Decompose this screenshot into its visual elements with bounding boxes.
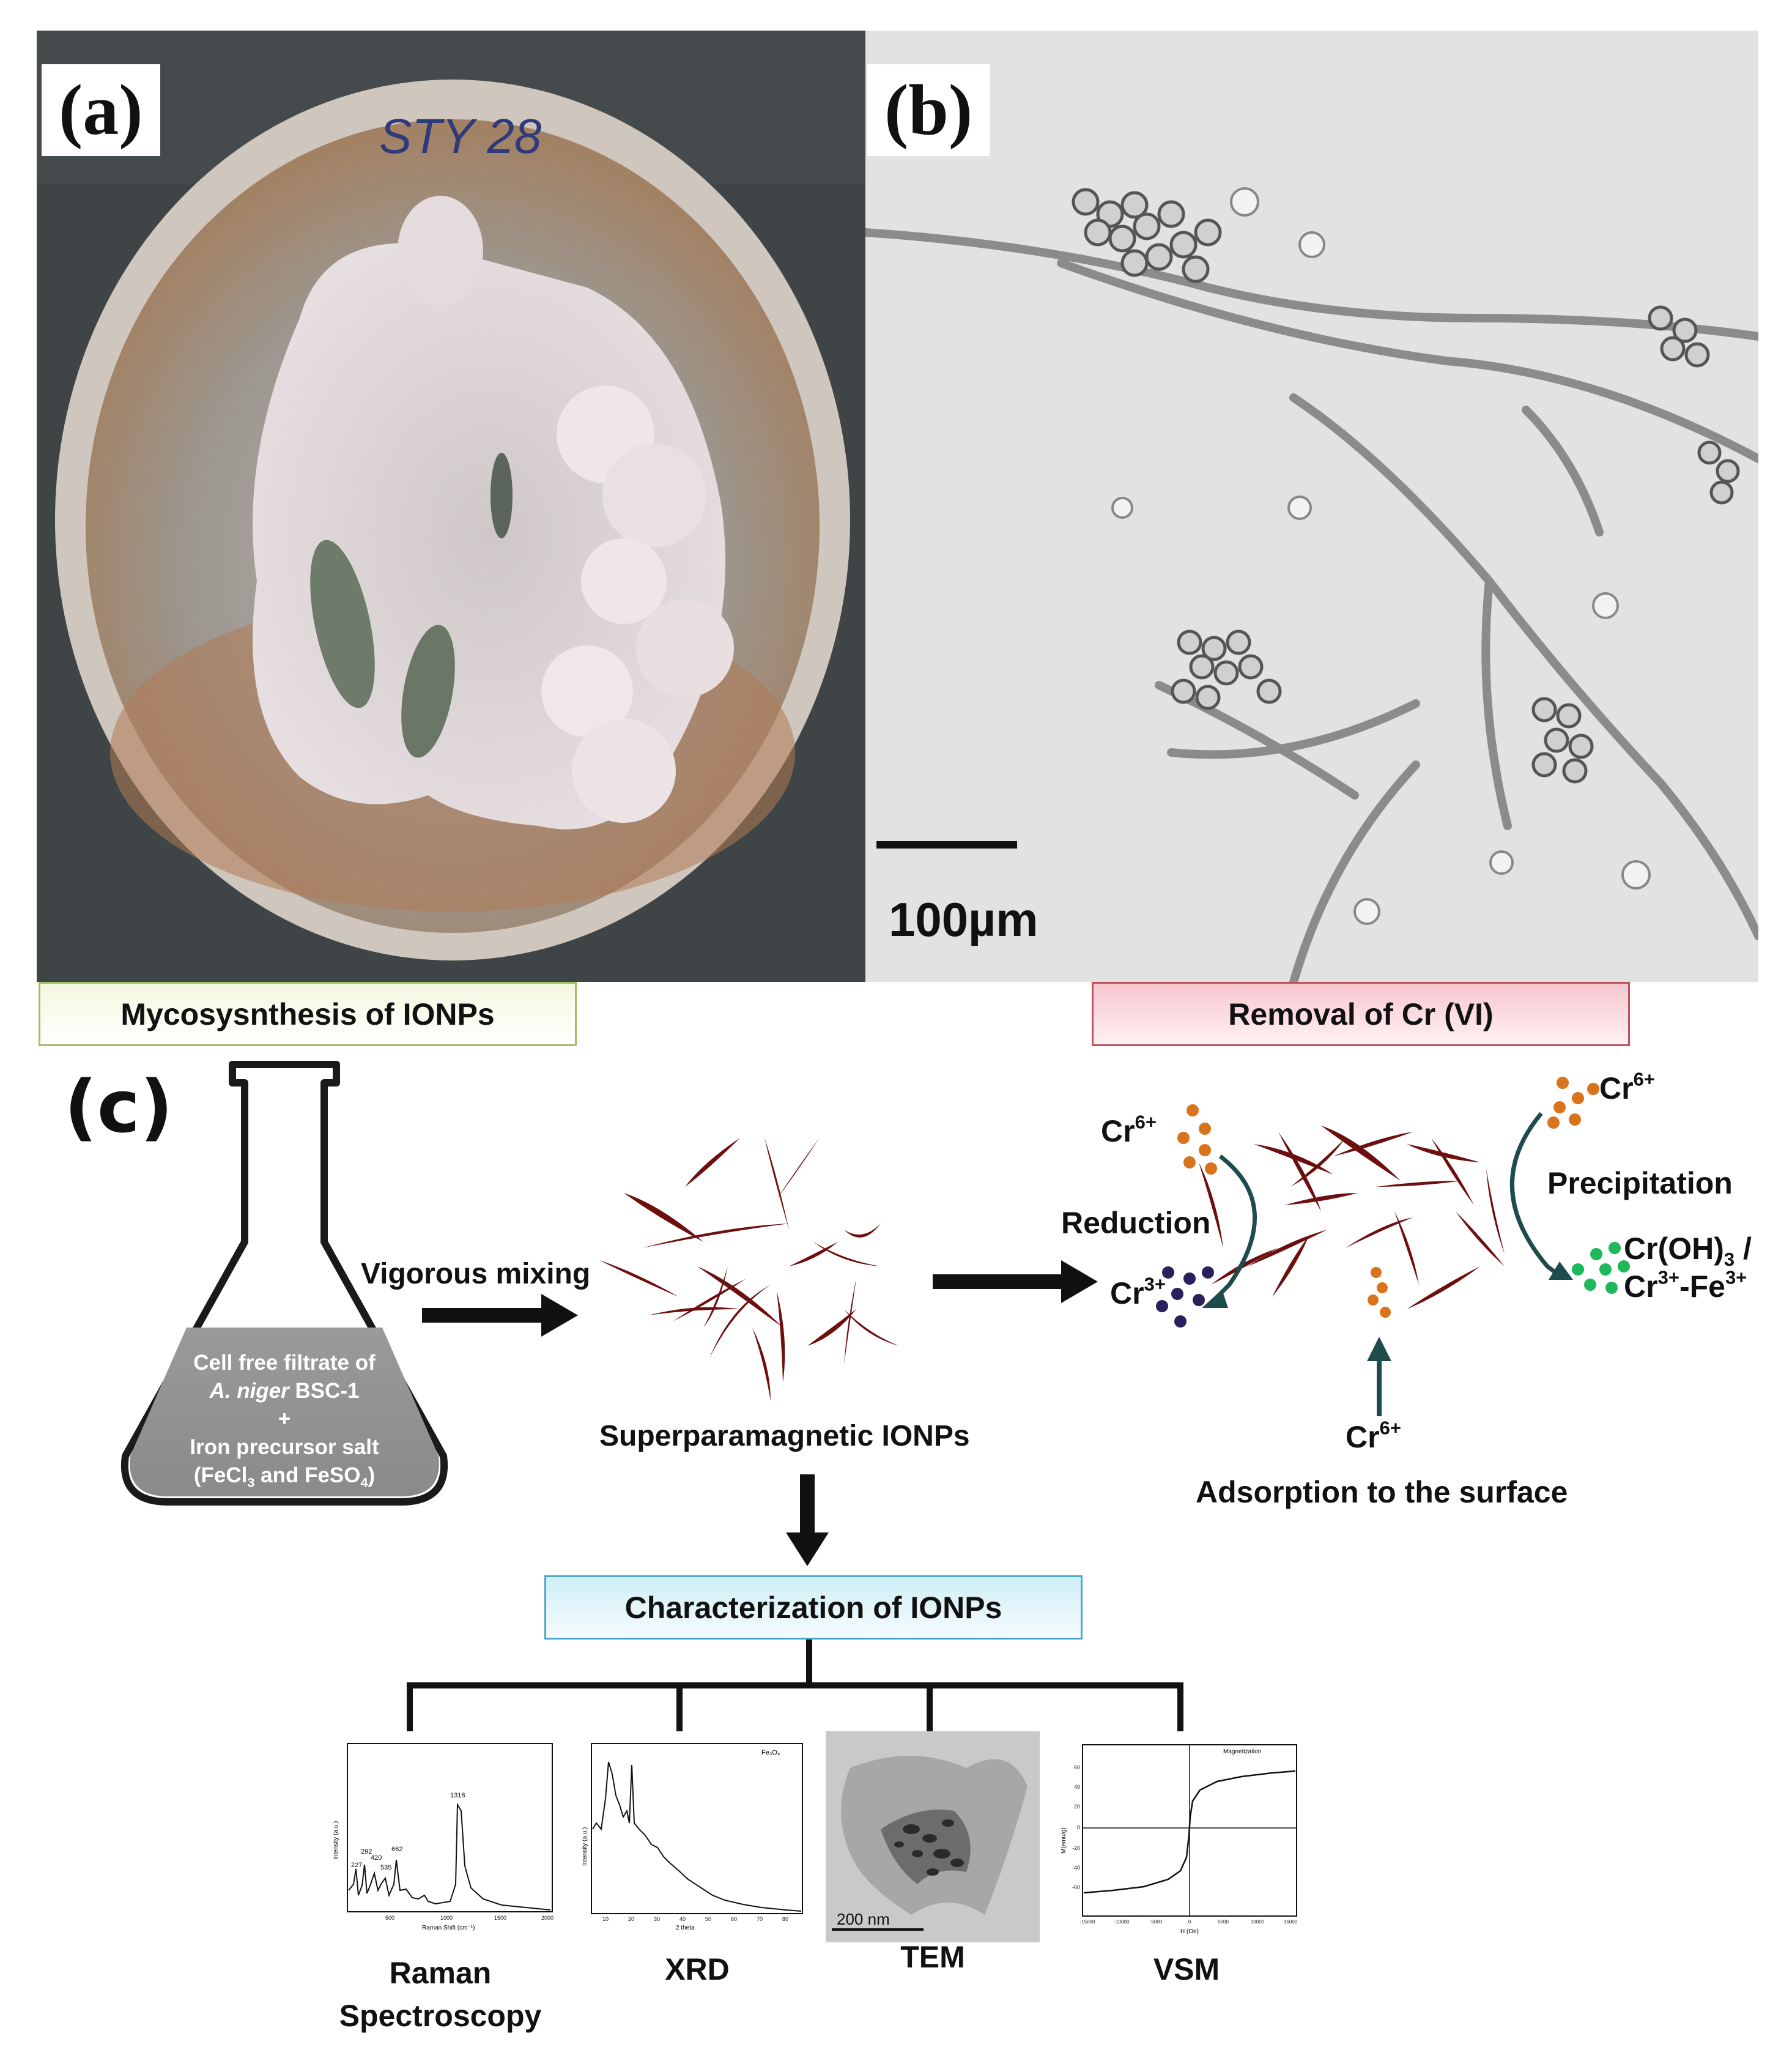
svg-text:2 theta: 2 theta <box>676 1925 695 1931</box>
svg-text:10: 10 <box>602 1916 609 1922</box>
svg-text:0: 0 <box>1077 1824 1080 1830</box>
scale-bar-label: 100µm <box>889 893 1038 946</box>
svg-text:20: 20 <box>1074 1803 1080 1810</box>
svg-text:30: 30 <box>654 1916 660 1922</box>
characterization-bracket <box>407 1640 1183 1731</box>
petri-dish-photo: STY 28 <box>37 31 865 982</box>
svg-text:-10000: -10000 <box>1114 1919 1130 1925</box>
mycosynthesis-caption: Mycosysnthesis of IONPs <box>39 982 577 1046</box>
cr3-label: Cr3+ <box>1110 1273 1166 1310</box>
panel-b-label: (b) <box>867 64 990 156</box>
tem-label: TEM <box>900 1940 965 1974</box>
svg-text:60: 60 <box>1074 1764 1080 1770</box>
svg-text:420: 420 <box>371 1854 382 1862</box>
svg-text:-40: -40 <box>1072 1865 1080 1871</box>
svg-text:Magnetization: Magnetization <box>1223 1748 1261 1755</box>
cr6-bottom-label: Cr6+ <box>1346 1417 1401 1454</box>
svg-text:10000: 10000 <box>1251 1919 1265 1925</box>
removal-caption: Removal of Cr (VI) <box>1092 982 1630 1046</box>
precipitate-product-label: Cr(OH)3 / Cr3+-Fe3+ <box>1624 1231 1752 1304</box>
svg-text:Fe₃O₄: Fe₃O₄ <box>761 1749 780 1756</box>
tem-image: 200 nm <box>826 1731 1040 1942</box>
xrd-label: XRD <box>665 1952 730 1986</box>
vsm-label: VSM <box>1153 1952 1220 1986</box>
precipitation-label: Precipitation <box>1547 1166 1733 1200</box>
adsorption-label: Adsorption to the surface <box>1196 1475 1568 1509</box>
svg-text:70: 70 <box>757 1916 763 1922</box>
mixing-arrow <box>422 1294 578 1337</box>
cr6-left-label: Cr6+ <box>1101 1111 1157 1148</box>
xrd-pattern-plot: Fe₃O₄ Intensity (a.u.) 10 20 30 40 50 60… <box>578 1737 807 1933</box>
svg-text:662: 662 <box>391 1846 402 1853</box>
svg-text:2000: 2000 <box>541 1915 554 1921</box>
svg-text:Raman Shift (cm⁻¹): Raman Shift (cm⁻¹) <box>422 1925 475 1931</box>
microscopy-image: 100µm <box>865 31 1758 982</box>
svg-text:40: 40 <box>1074 1784 1080 1790</box>
svg-text:15000: 15000 <box>1284 1919 1298 1925</box>
svg-text:-20: -20 <box>1072 1845 1080 1851</box>
svg-text:0: 0 <box>1188 1919 1191 1925</box>
superparamagnetic-ionps-label: Superparamagnetic IONPs <box>599 1420 970 1452</box>
cr-removal-scheme <box>1156 1077 1630 1416</box>
svg-text:1500: 1500 <box>494 1915 506 1921</box>
svg-text:60: 60 <box>731 1916 737 1922</box>
svg-text:Intensity (a.u.): Intensity (a.u.) <box>582 1827 588 1866</box>
svg-text:200 nm: 200 nm <box>837 1910 890 1928</box>
svg-text:50: 50 <box>705 1916 711 1922</box>
svg-text:500: 500 <box>385 1915 394 1921</box>
svg-text:-15000: -15000 <box>1080 1919 1095 1925</box>
svg-text:-5000: -5000 <box>1150 1919 1163 1925</box>
svg-text:1000: 1000 <box>440 1915 453 1921</box>
svg-text:5000: 5000 <box>1218 1919 1229 1925</box>
characterization-caption: Characterization of IONPs <box>544 1575 1083 1640</box>
svg-text:40: 40 <box>679 1916 686 1922</box>
svg-text:535: 535 <box>380 1864 391 1871</box>
svg-text:292: 292 <box>361 1848 372 1855</box>
flask-contents-label: Cell free filtrate of A. niger BSC-1 + I… <box>190 1351 379 1490</box>
svg-text:-60: -60 <box>1072 1884 1080 1890</box>
panel-c-label: (c) <box>64 1064 173 1149</box>
svg-text:20: 20 <box>628 1916 634 1922</box>
erlenmeyer-flask <box>120 1061 448 1506</box>
svg-text:H (Oe): H (Oe) <box>1180 1928 1199 1935</box>
vigorous-mixing-label: Vigorous mixing <box>361 1258 591 1290</box>
to-removal-arrow <box>933 1260 1098 1303</box>
plate-marking: STY 28 <box>379 109 542 163</box>
raman-spectrum-plot: 227 292 420 535 662 1318 Intensity (a.u.… <box>330 1737 560 1933</box>
vsm-hysteresis-plot: Magnetization 60 40 20 0 -20 -40 -60 M(e… <box>1058 1737 1303 1939</box>
svg-text:M(emu/g): M(emu/g) <box>1061 1827 1067 1854</box>
svg-text:1318: 1318 <box>450 1792 465 1799</box>
nanoparticle-cluster <box>599 1138 899 1401</box>
panel-a-label: (a) <box>42 64 160 156</box>
down-arrow <box>786 1474 829 1566</box>
svg-text:80: 80 <box>782 1916 788 1922</box>
cr6-right-label: Cr6+ <box>1599 1068 1655 1105</box>
raman-spectroscopy-label: Raman Spectroscopy <box>339 1956 542 2033</box>
reduction-label: Reduction <box>1061 1206 1211 1240</box>
svg-text:227: 227 <box>351 1862 362 1869</box>
svg-text:Intensity (a.u.): Intensity (a.u.) <box>333 1821 339 1860</box>
